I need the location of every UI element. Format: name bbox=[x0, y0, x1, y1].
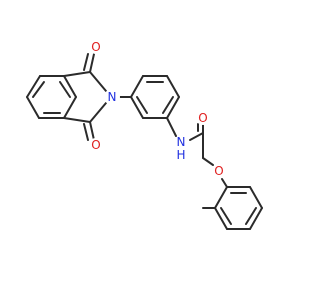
bonds bbox=[26, 53, 263, 230]
bond bbox=[89, 102, 107, 123]
atom-o-bottom: O bbox=[89, 138, 103, 152]
bond bbox=[249, 186, 263, 209]
bond bbox=[189, 132, 204, 141]
atom-label-o-ether: O bbox=[214, 164, 223, 178]
bond bbox=[214, 207, 228, 230]
bond bbox=[202, 157, 214, 166]
atom-o-amide: O bbox=[196, 111, 210, 125]
bond bbox=[26, 96, 40, 119]
bond-inner bbox=[162, 96, 174, 114]
bond bbox=[89, 121, 95, 141]
bond bbox=[83, 53, 89, 71]
molecule-diagram: O N O O N H O bbox=[26, 40, 263, 230]
bond bbox=[89, 71, 107, 92]
bond bbox=[166, 75, 180, 98]
bond bbox=[130, 96, 144, 119]
bond-inner bbox=[220, 207, 232, 225]
bond bbox=[63, 96, 77, 119]
atom-label-h-amide: H bbox=[176, 148, 185, 162]
atom-n-amide: N H bbox=[173, 135, 189, 162]
bond bbox=[89, 53, 95, 73]
bond bbox=[63, 117, 91, 123]
bond-inner bbox=[59, 81, 71, 98]
bond bbox=[214, 186, 228, 209]
atom-label-o-bottom: O bbox=[91, 138, 100, 152]
bond-inner bbox=[245, 207, 257, 225]
bond bbox=[83, 123, 89, 141]
bond bbox=[221, 178, 228, 188]
bond bbox=[249, 207, 263, 230]
bond bbox=[26, 75, 41, 98]
atom-o-top: O bbox=[89, 40, 103, 54]
atom-labels: O N O O N H O bbox=[89, 40, 226, 178]
atom-label-o-top: O bbox=[91, 40, 100, 54]
bond bbox=[63, 71, 91, 77]
atom-label-o-amide: O bbox=[198, 111, 207, 125]
atom-n-imide: N bbox=[104, 89, 120, 105]
bond-inner bbox=[136, 96, 148, 114]
atom-label-n-amide: N bbox=[177, 135, 186, 149]
bond bbox=[166, 96, 180, 119]
bond-inner bbox=[32, 81, 45, 98]
bond bbox=[166, 117, 177, 137]
bond bbox=[130, 75, 144, 98]
bond bbox=[63, 75, 77, 98]
atom-o-ether: O bbox=[212, 164, 226, 178]
atom-label-n-imide: N bbox=[108, 90, 117, 104]
structure-canvas: O N O O N H O bbox=[26, 40, 263, 230]
